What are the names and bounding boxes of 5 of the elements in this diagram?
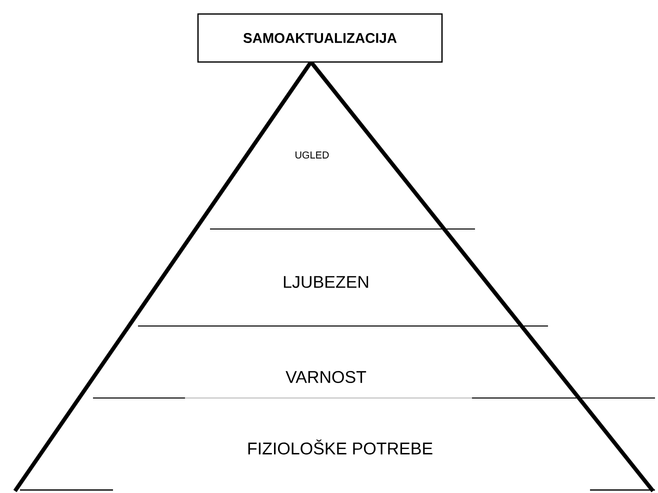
level-label: UGLED bbox=[296, 151, 329, 159]
level-label: LJUBEZEN bbox=[284, 276, 368, 288]
level-label: VARNOST bbox=[286, 370, 366, 384]
level-label: FIZIOLOŠKE POTREBE bbox=[248, 440, 432, 455]
title-box: SAMOAKTUALIZACIJA bbox=[197, 13, 443, 63]
